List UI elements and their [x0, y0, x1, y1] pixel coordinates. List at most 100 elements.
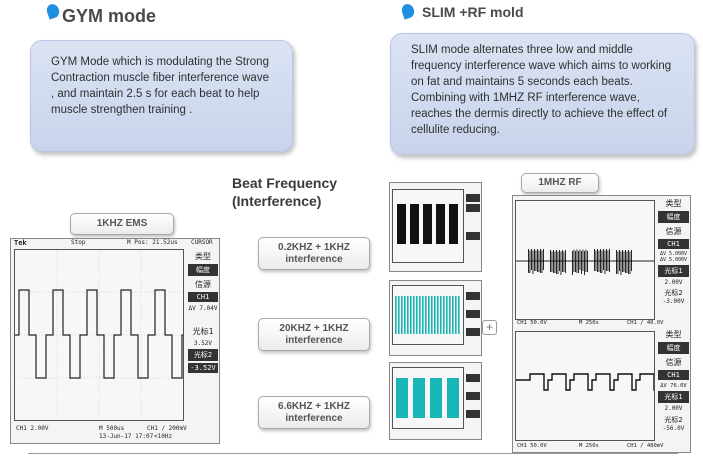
rf-line — [535, 250, 537, 271]
rf-line — [584, 251, 585, 275]
rf-line — [616, 250, 617, 274]
rf-line — [607, 250, 609, 271]
gym-bullet-icon — [44, 2, 62, 20]
rf-oscilloscope: CH1 50.0V M 250s CH1 ∕ 40.0V 类型 幅度 信源 CH… — [512, 195, 691, 453]
burst-block — [449, 204, 458, 244]
burst-block — [413, 378, 425, 418]
beat-label-0-2khz: 0.2KHZ + 1KHZ interference — [258, 237, 370, 270]
rf-line — [575, 251, 576, 272]
wave-line — [410, 296, 412, 334]
ems-scope-bottombar: CH1 2.00V M 500us CH1 ∕ 200mV 13-Jun-17 … — [16, 425, 187, 440]
wave-line — [431, 296, 433, 334]
ems-scope-screen — [14, 249, 184, 421]
rf-line — [619, 250, 620, 271]
rf-line — [534, 249, 535, 271]
beat-waveform-1 — [397, 204, 458, 244]
rf-line — [551, 251, 553, 272]
rf-line — [595, 250, 597, 271]
slim-heading: SLIM +RF mold — [422, 4, 524, 20]
beat-frequency-line1: Beat Frequency — [232, 175, 338, 191]
rf-line — [609, 249, 610, 272]
wave-line — [458, 296, 460, 334]
ems-oscilloscope: Tek Stop M Pos: 21.52us CURSOR 类型 幅度 信源 … — [10, 238, 220, 444]
rf-line — [604, 250, 606, 274]
rf-line — [603, 249, 604, 270]
burst-block — [423, 204, 432, 244]
burst-block — [396, 378, 408, 418]
wave-line — [401, 296, 403, 334]
rf-line — [576, 249, 578, 273]
rf-line — [594, 249, 595, 271]
rf-scope-screen-bottom — [515, 331, 659, 441]
rf-scope-side-top: 类型 幅度 信源 CH1 ΔV 5.000V ΔV 5.000V 光标1 2.0… — [658, 199, 689, 305]
rf-line — [554, 251, 556, 273]
rf-line — [543, 249, 544, 270]
wave-line — [407, 296, 409, 334]
wave-line — [440, 296, 442, 334]
rf-line — [626, 251, 628, 273]
wave-line — [428, 296, 430, 334]
wave-line — [434, 296, 436, 334]
rf-line — [560, 251, 562, 275]
wave-line — [416, 296, 418, 334]
rf-line — [628, 250, 629, 274]
rf-line — [585, 249, 587, 272]
wave-line — [446, 296, 448, 334]
rf-waveform-top — [516, 249, 654, 275]
rf-scope-bar-bottom: CH1 50.0V M 250s CH1 ∕ 480mV — [517, 443, 664, 449]
beat-label-6-6khz: 6.6KHZ + 1KHZ interference — [258, 396, 370, 429]
rf-line — [578, 251, 579, 273]
burst-block — [430, 378, 442, 418]
rf-line — [620, 251, 622, 275]
rf-line — [528, 249, 529, 273]
ems-scope-topbar: Tek Stop M Pos: 21.52us CURSOR — [14, 239, 213, 247]
rf-line — [531, 249, 532, 270]
rf-line — [573, 249, 575, 272]
rf-line — [565, 250, 566, 273]
wave-line — [422, 296, 424, 334]
rf-scope-bar-top: CH1 50.0V M 250s CH1 ∕ 40.0V — [517, 320, 664, 326]
burst-block — [447, 378, 459, 418]
gym-description-box: GYM Mode which is modulating the Strong … — [30, 40, 293, 152]
wave-line — [425, 296, 427, 334]
beat-waveform-3 — [396, 378, 459, 418]
rf-line — [572, 251, 573, 275]
rf-line — [553, 250, 554, 273]
rf-line — [623, 251, 625, 272]
wave-line — [437, 296, 439, 334]
wave-line — [443, 296, 445, 334]
rf-square-wave — [516, 373, 659, 391]
gym-description: GYM Mode which is modulating the Strong … — [51, 56, 269, 116]
wave-line — [398, 296, 400, 334]
gym-heading: GYM mode — [62, 6, 157, 26]
beat-label-20khz: 20KHZ + 1KHZ interference — [258, 318, 370, 351]
rf-scope-side-bottom: 类型 幅度 信源 CH1 ΔV 76.0V 光标1 2.00V 光标2 -56.… — [657, 329, 690, 432]
wave-line — [404, 296, 406, 334]
rf-line — [629, 251, 631, 274]
rf-line — [582, 249, 584, 271]
rf-line — [562, 250, 563, 272]
rf-label: 1MHZ RF — [521, 173, 599, 193]
burst-block — [410, 204, 419, 244]
footer-divider — [28, 453, 678, 454]
rf-line — [538, 250, 540, 272]
rf-line — [581, 251, 582, 274]
wave-line — [413, 296, 415, 334]
rf-line — [559, 250, 560, 271]
rf-waveform-bottom — [516, 373, 659, 391]
rf-line — [529, 250, 531, 273]
beat-frequency-line2: (Interference) — [232, 193, 322, 209]
rf-line — [579, 249, 581, 270]
rf-line — [606, 249, 607, 271]
wave-line — [455, 296, 457, 334]
rf-line — [601, 250, 603, 273]
wave-line — [419, 296, 421, 334]
rf-line — [532, 250, 534, 274]
rf-line — [625, 250, 626, 273]
rf-line — [622, 250, 623, 272]
beat-waveform-2 — [395, 296, 460, 334]
plus-icon: + — [482, 320, 497, 335]
rf-line — [540, 249, 541, 273]
beat-frequency-title: Beat Frequency (Interference) — [232, 174, 337, 210]
rf-line — [631, 250, 632, 271]
